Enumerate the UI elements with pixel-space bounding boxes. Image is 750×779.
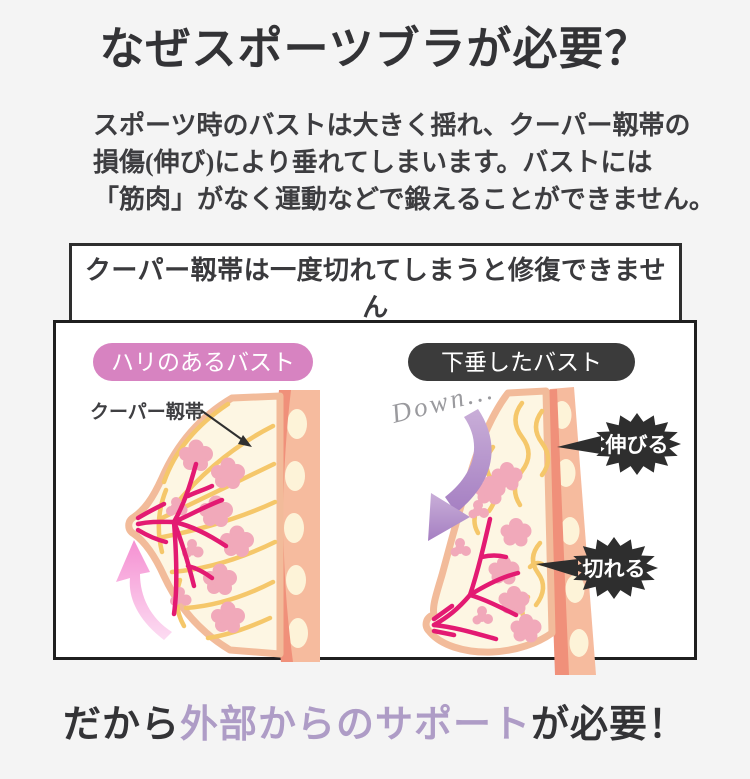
callout-pointer-line	[201, 410, 245, 442]
intro-line-3: 「筋肉」がなく運動などで鍛えることができません。	[93, 185, 715, 214]
conclusion-prefix: だから	[62, 704, 180, 746]
lift-up-arrow-icon	[116, 540, 172, 640]
conclusion-highlight: 外部からのサポート	[179, 704, 531, 746]
sagging-bust-label: 下垂したバスト	[408, 343, 635, 381]
conclusion-headline: だから外部からのサポートが必要！	[0, 693, 750, 748]
sagging-bust-diagram: Down... 伸びる 切れる	[390, 385, 681, 675]
cooper-ligament-note: クーパー靱帯は一度切れてしまうと修復できません	[69, 243, 682, 333]
cooper-ligament-label: クーパー靱帯	[90, 400, 204, 423]
firm-bust-label: ハリのあるバスト	[93, 343, 313, 381]
intro-line-2: 損傷(伸び)により垂れてしまいます。バストには	[93, 148, 653, 177]
intro-line-1: スポーツ時のバストは大きく揺れ、クーパー靱帯の	[93, 111, 691, 140]
tear-badge-text: 切れる	[583, 558, 646, 581]
callout-pointer-head-icon	[238, 435, 252, 447]
intro-paragraph: スポーツ時のバストは大きく揺れ、クーパー靱帯の損傷(伸び)により垂れてしまいます…	[93, 107, 715, 218]
cooper-ligament-note-text: クーパー靱帯は一度切れてしまうと修復できません	[84, 256, 667, 322]
sag-down-arrow-icon	[428, 409, 492, 541]
milk-ducts-right	[431, 516, 521, 642]
firm-bust-diagram: クーパー靱帯	[90, 390, 320, 662]
milk-ducts-left	[135, 461, 229, 617]
stretch-badge: 伸びる	[557, 413, 681, 475]
cooper-ligament-callout: クーパー靱帯	[90, 400, 252, 447]
tear-badge: 切れる	[536, 537, 658, 599]
conclusion-suffix: が必要！	[531, 704, 688, 746]
bust-comparison-figure: ハリのあるバスト 下垂したバスト	[53, 320, 697, 675]
page-title: なぜスポーツブラが必要？	[99, 24, 651, 74]
stretch-badge-text: 伸びる	[605, 434, 669, 457]
